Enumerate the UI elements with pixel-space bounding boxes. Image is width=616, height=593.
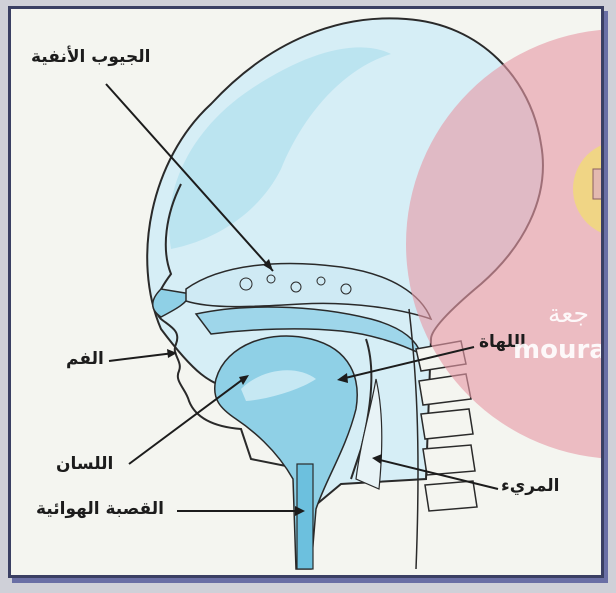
label-tongue: اللسان: [56, 454, 113, 474]
label-esophagus: المريء: [501, 476, 559, 496]
watermark-arabic-text: جعة: [548, 299, 589, 328]
watermark-latin-text: moura: [513, 335, 604, 365]
tongue-pointer: [129, 377, 246, 464]
mouth-pointer: [109, 353, 174, 361]
diagram-frame: الجيوب الأنفية الفم اللسان القصبة الهوائ…: [8, 6, 604, 578]
watermark-badge: [593, 169, 604, 199]
trachea-tube: [297, 464, 313, 569]
label-mouth: الفم: [66, 349, 104, 369]
label-trachea: القصبة الهوائية: [36, 499, 164, 519]
label-nasal-sinuses: الجيوب الأنفية: [31, 47, 150, 67]
